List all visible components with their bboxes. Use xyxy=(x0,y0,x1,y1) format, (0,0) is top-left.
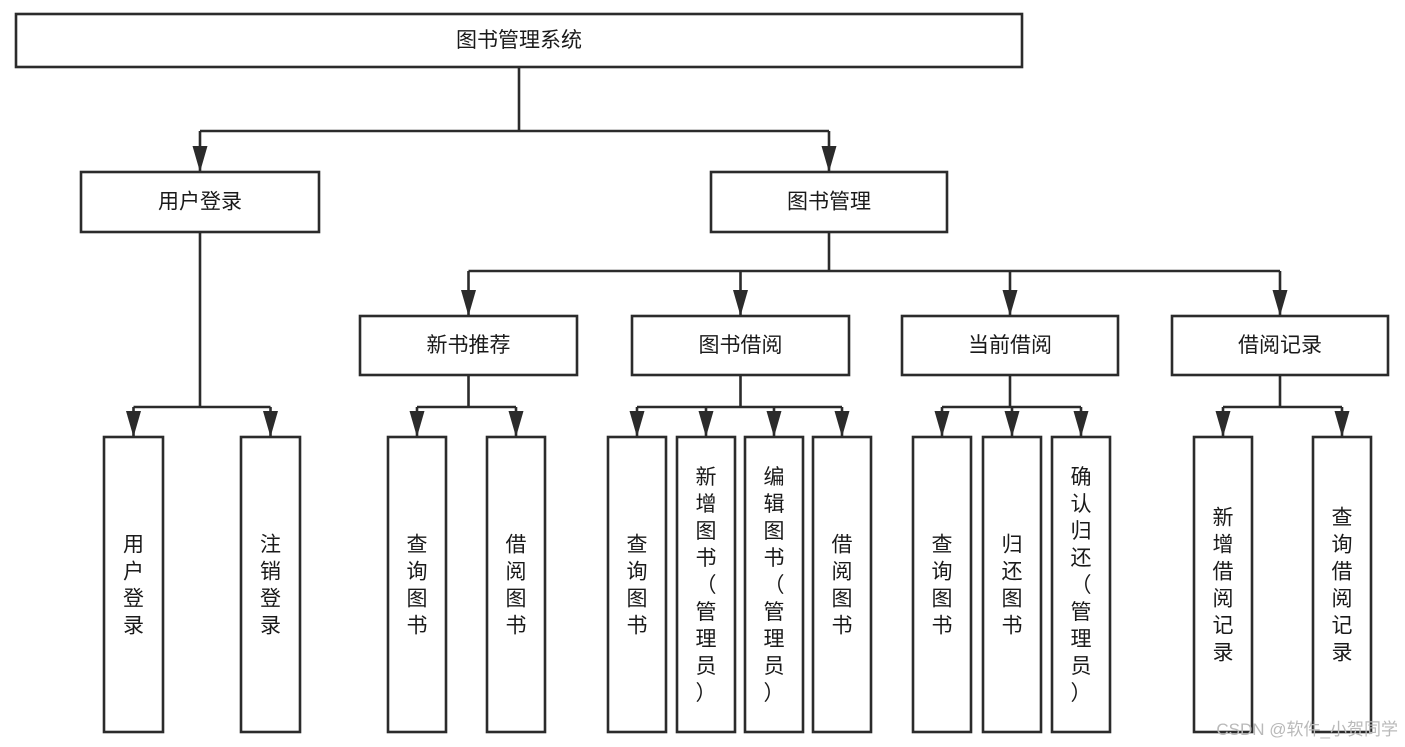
arrow-head-icon xyxy=(1215,411,1231,437)
node-box-record-query[interactable] xyxy=(1311,435,1373,734)
node-label-current-query-book: 查询图书 xyxy=(932,534,953,638)
node-label-current-borrow: 当前借阅 xyxy=(968,334,1052,357)
node-box-recommend-query-book[interactable] xyxy=(386,435,448,734)
node-label-user-logout-leaf: 注销登录 xyxy=(260,534,281,638)
node-box-user-login[interactable] xyxy=(79,170,321,234)
node-borrow-query-book[interactable]: 查询图书 xyxy=(606,435,668,734)
node-label-borrow-record: 借阅记录 xyxy=(1238,334,1322,357)
node-box-current-return-book[interactable] xyxy=(981,435,1043,734)
arrow-head-icon xyxy=(1073,411,1089,437)
node-label-borrow-edit-book: 编辑图书（管理员） xyxy=(764,466,785,705)
csdn-watermark: CSDN @软件_小贺同学 xyxy=(1216,720,1398,739)
node-book-borrow[interactable]: 图书借阅 xyxy=(630,314,851,377)
arrow-head-icon xyxy=(508,411,524,437)
node-borrow-borrow-book[interactable]: 借阅图书 xyxy=(811,435,873,734)
node-current-query-book[interactable]: 查询图书 xyxy=(911,435,973,734)
node-record-add[interactable]: 新增借阅记录 xyxy=(1192,435,1254,734)
node-label-borrow-borrow-book: 借阅图书 xyxy=(832,534,853,638)
node-box-user-login-leaf[interactable] xyxy=(102,435,165,734)
node-box-borrow-record[interactable] xyxy=(1170,314,1390,377)
node-box-record-add[interactable] xyxy=(1192,435,1254,734)
node-layer: 图书管理系统用户登录用户登录注销登录图书管理新书推荐查询图书借阅图书图书借阅查询… xyxy=(14,12,1390,734)
node-box-book-manage[interactable] xyxy=(709,170,949,234)
connector-layer xyxy=(126,67,1350,437)
arrow-head-icon xyxy=(766,411,782,437)
arrow-head-icon xyxy=(934,411,950,437)
arrow-head-icon xyxy=(629,411,645,437)
arrow-head-icon xyxy=(698,411,714,437)
node-box-borrow-add-book[interactable] xyxy=(675,435,737,734)
node-box-root[interactable] xyxy=(14,12,1024,69)
node-box-borrow-edit-book[interactable] xyxy=(743,435,805,734)
node-label-current-return-book: 归还图书 xyxy=(1002,534,1023,638)
node-current-return-book[interactable]: 归还图书 xyxy=(981,435,1043,734)
node-box-new-book-recommend[interactable] xyxy=(358,314,579,377)
node-record-query[interactable]: 查询借阅记录 xyxy=(1311,435,1373,734)
node-user-logout-leaf[interactable]: 注销登录 xyxy=(239,435,302,734)
node-recommend-query-book[interactable]: 查询图书 xyxy=(386,435,448,734)
node-label-borrow-query-book: 查询图书 xyxy=(627,534,648,638)
arrow-head-icon xyxy=(461,290,476,316)
node-label-book-manage: 图书管理 xyxy=(787,191,871,214)
node-recommend-borrow-book[interactable]: 借阅图书 xyxy=(485,435,547,734)
node-borrow-record[interactable]: 借阅记录 xyxy=(1170,314,1390,377)
arrow-head-icon xyxy=(1272,290,1288,316)
node-box-user-logout-leaf[interactable] xyxy=(239,435,302,734)
arrow-head-icon xyxy=(1002,290,1018,316)
node-new-book-recommend[interactable]: 新书推荐 xyxy=(358,314,579,377)
node-label-user-login: 用户登录 xyxy=(158,191,242,214)
node-current-confirm-return[interactable]: 确认归还（管理员） xyxy=(1050,435,1112,734)
node-box-current-query-book[interactable] xyxy=(911,435,973,734)
node-label-root: 图书管理系统 xyxy=(456,29,582,52)
node-current-borrow[interactable]: 当前借阅 xyxy=(900,314,1120,377)
node-box-recommend-borrow-book[interactable] xyxy=(485,435,547,734)
node-book-manage[interactable]: 图书管理 xyxy=(709,170,949,234)
node-label-current-confirm-return: 确认归还（管理员） xyxy=(1071,466,1092,705)
arrow-head-icon xyxy=(192,146,208,172)
node-box-book-borrow[interactable] xyxy=(630,314,851,377)
node-box-current-borrow[interactable] xyxy=(900,314,1120,377)
node-label-record-query: 查询借阅记录 xyxy=(1332,507,1353,665)
arrow-head-icon xyxy=(409,411,425,437)
node-box-borrow-query-book[interactable] xyxy=(606,435,668,734)
arrow-head-icon xyxy=(126,411,141,437)
node-label-record-add: 新增借阅记录 xyxy=(1213,507,1234,665)
node-label-recommend-borrow-book: 借阅图书 xyxy=(506,534,527,638)
node-borrow-add-book[interactable]: 新增图书（管理员） xyxy=(675,435,737,734)
node-user-login[interactable]: 用户登录 xyxy=(79,170,321,234)
arrow-head-icon xyxy=(821,146,837,172)
node-label-borrow-add-book: 新增图书（管理员） xyxy=(696,466,717,705)
node-root[interactable]: 图书管理系统 xyxy=(14,12,1024,69)
node-label-new-book-recommend: 新书推荐 xyxy=(427,334,511,357)
node-label-user-login-leaf: 用户登录 xyxy=(123,534,144,638)
node-borrow-edit-book[interactable]: 编辑图书（管理员） xyxy=(743,435,805,734)
arrow-head-icon xyxy=(834,411,850,437)
node-label-recommend-query-book: 查询图书 xyxy=(407,534,428,638)
node-label-book-borrow: 图书借阅 xyxy=(699,334,783,357)
arrow-head-icon xyxy=(1334,411,1350,437)
arrow-head-icon xyxy=(1004,411,1020,437)
node-user-login-leaf[interactable]: 用户登录 xyxy=(102,435,165,734)
node-box-current-confirm-return[interactable] xyxy=(1050,435,1112,734)
arrow-head-icon xyxy=(733,290,748,316)
arrow-head-icon xyxy=(263,411,278,437)
node-box-borrow-borrow-book[interactable] xyxy=(811,435,873,734)
